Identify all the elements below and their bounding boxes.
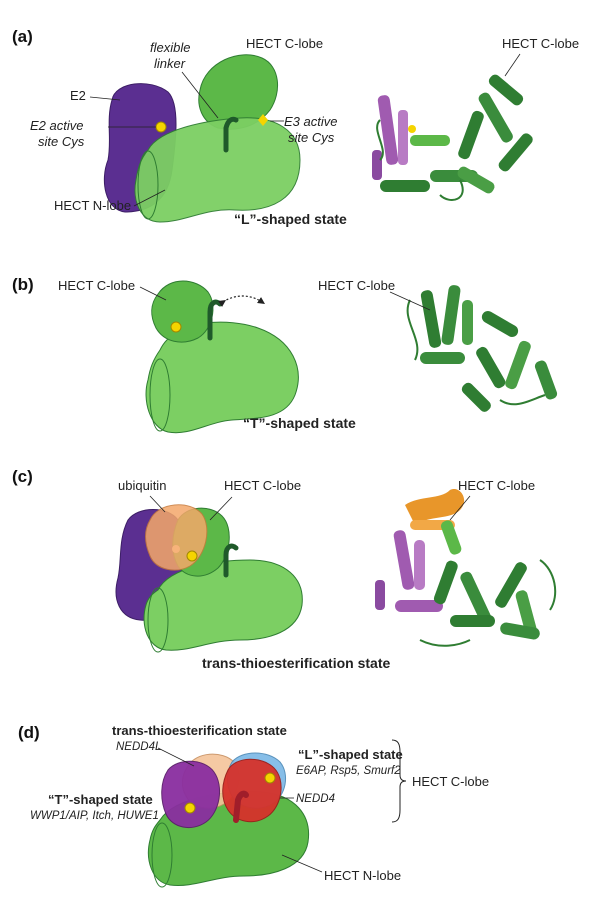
- a-linker: [223, 116, 239, 153]
- b-clobe-shape: [151, 280, 214, 343]
- d-l-title: “L”-shaped state: [298, 747, 403, 762]
- e3-cys-dot: [258, 114, 268, 126]
- e3-cys-label-1: E3 active: [284, 114, 337, 129]
- b-state-label: “T”-shaped state: [243, 415, 356, 431]
- e2-cys-label-2: site Cys: [38, 134, 85, 149]
- b-motion-arrow: [218, 295, 265, 307]
- d-nlobe-label: HECT N-lobe: [324, 868, 401, 883]
- c-state-label: trans-thioesterification state: [202, 655, 390, 671]
- b-nlobe-shape: [145, 321, 299, 434]
- b-cys-dot: [170, 321, 182, 333]
- linker-label-1: flexible: [150, 40, 190, 55]
- panel-a-letter: (a): [12, 27, 33, 46]
- panel-b: (b) HECT C-lobe “T”-shaped state HECT C-…: [12, 275, 558, 434]
- c-struct-clobe-label: HECT C-lobe: [458, 478, 535, 493]
- d-t-cys-dot: [184, 802, 196, 814]
- c-linker: [223, 543, 239, 578]
- panel-d-letter: (d): [18, 723, 40, 742]
- c-cys-dot: [186, 550, 198, 562]
- c-structure: [375, 489, 557, 647]
- a-struct-clobe-label: HECT C-lobe: [502, 36, 579, 51]
- d-l-examples: E6AP, Rsp5, Smurf2: [296, 765, 401, 777]
- a-structure: [372, 74, 533, 201]
- c-clobe-label: HECT C-lobe: [224, 478, 301, 493]
- e2-cys-dot: [155, 121, 167, 133]
- c-ub-dot: [172, 545, 180, 553]
- panel-c-letter: (c): [12, 467, 33, 486]
- e3-cys-label-2: site Cys: [288, 130, 335, 145]
- c-nlobe-shape: [143, 559, 303, 651]
- panel-a: (a) E2 E2 active site Cys flexible linke…: [12, 27, 579, 227]
- ubiquitin-label: ubiquitin: [118, 478, 166, 493]
- d-brace: [391, 739, 407, 823]
- b-structure: [406, 285, 558, 412]
- a-state-label: “L”-shaped state: [234, 211, 347, 227]
- d-nedd4-label: NEDD4: [296, 793, 335, 805]
- e2-label: E2: [70, 88, 86, 103]
- b-struct-clobe-label: HECT C-lobe: [318, 278, 395, 293]
- linker-label-2: linker: [154, 56, 186, 71]
- a-nlobe-label: HECT N-lobe: [54, 198, 131, 213]
- d-linker: [233, 790, 249, 823]
- panel-b-letter: (b): [12, 275, 34, 294]
- d-t-title: “T”-shaped state: [48, 792, 153, 807]
- panel-d: (d) trans-thioesterification state NEDD4…: [18, 723, 489, 888]
- d-nedd4-shape: [222, 758, 282, 823]
- d-t-examples: WWP1/AIP, Itch, HUWE1: [30, 810, 159, 822]
- d-trans-title: trans-thioesterification state: [112, 723, 287, 738]
- d-trans-example: NEDD4L: [116, 741, 161, 753]
- b-clobe-label: HECT C-lobe: [58, 278, 135, 293]
- d-l-cys-dot: [264, 772, 276, 784]
- d-t-shape: [161, 760, 221, 829]
- panel-c: (c) ubiquitin HECT C-lobe trans-thioeste…: [12, 467, 557, 671]
- e2-cys-label-1: E2 active: [30, 118, 83, 133]
- d-clobe-label: HECT C-lobe: [412, 774, 489, 789]
- a-clobe-label: HECT C-lobe: [246, 36, 323, 51]
